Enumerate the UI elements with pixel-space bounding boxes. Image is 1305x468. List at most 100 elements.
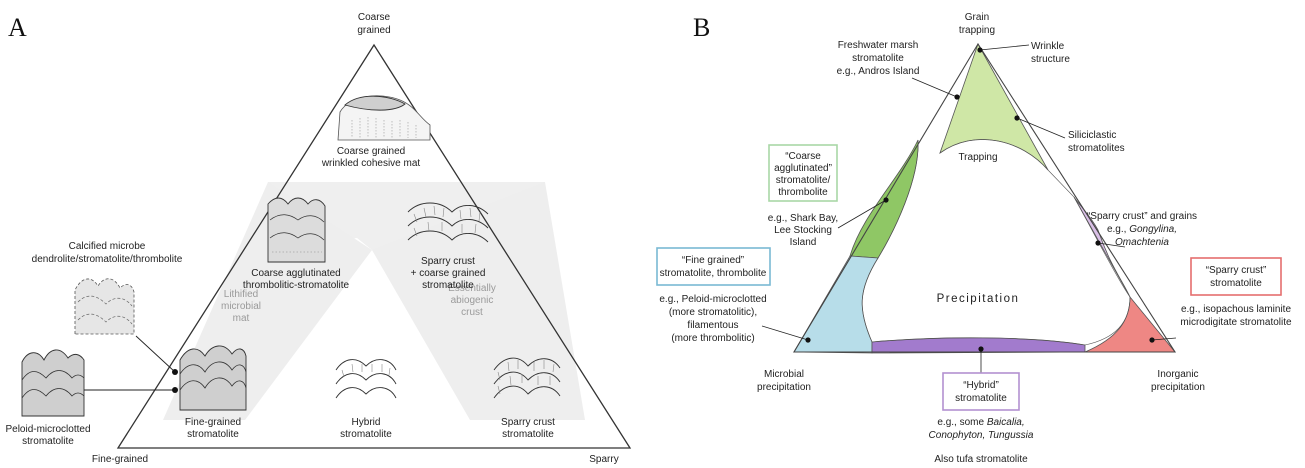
fine-grained-label-1: Fine-grained — [185, 417, 241, 428]
siliciclastic-leader — [1016, 117, 1066, 139]
hybrid-label-2: stromatolite — [340, 429, 392, 440]
sparry-sketch — [493, 357, 561, 399]
b-corner-top-2: trapping — [959, 25, 995, 36]
fine-leader — [761, 325, 809, 341]
sparry-box-1: “Sparry crust” — [1206, 265, 1267, 276]
inner-boundary — [861, 139, 1131, 346]
hybrid-eg-2: Conophyton, Tungussia — [929, 430, 1034, 441]
siliciclastic-1: Siliciclastic — [1068, 130, 1116, 141]
b-corner-left-1: Microbial — [764, 369, 804, 380]
panel-b-letter: B — [693, 13, 710, 42]
coarse-dot — [883, 197, 889, 203]
siliciclastic-dot — [1014, 115, 1020, 121]
fine-grained-sketch — [179, 345, 247, 411]
fine-eg-3: filamentous — [687, 320, 738, 331]
sparry-eg-2: microdigitate stromatolite — [1180, 317, 1292, 328]
corner-right-label: Sparry — [589, 454, 618, 465]
b-corner-right-1: Inorganic — [1157, 369, 1198, 380]
panel-b: B Grain trapping Microbial precipitation… — [656, 12, 1292, 465]
wrinkle-2: structure — [1031, 54, 1070, 65]
agglutinated-sketch — [267, 197, 326, 263]
peloid-sketch — [21, 349, 85, 417]
wrinkled-mat-sketch — [337, 95, 431, 141]
calcified-sketch — [74, 278, 135, 335]
agglutinated-label-2: thrombolitic-stromatolite — [243, 280, 350, 291]
sparry-crust-region — [1084, 295, 1176, 353]
b-corner-left-2: precipitation — [757, 382, 811, 393]
peloid-label-2: stromatolite — [22, 436, 74, 447]
b-corner-right-2: precipitation — [1151, 382, 1205, 393]
panel-a: A Coarse grained Fine-grained Sparry Lit… — [5, 12, 632, 465]
lithified-label-1: Lithified — [224, 289, 258, 300]
lithified-label-2: microbial — [221, 301, 261, 312]
calcified-label-1: Calcified microbe — [69, 241, 146, 252]
coarse-agglutinated-box — [768, 144, 838, 202]
freshwater-leader — [911, 77, 958, 98]
ternary-triangle-a — [116, 43, 632, 449]
lithified-label-3: mat — [233, 313, 250, 324]
sparry-label-2: stromatolite — [502, 429, 554, 440]
corner-left-label: Fine-grained — [92, 454, 148, 465]
hybrid-label-1: Hybrid — [352, 417, 381, 428]
wrinkled-mat-label-1: Coarse grained — [337, 146, 405, 157]
freshwater-3: e.g., Andros Island — [837, 66, 920, 77]
b-corner-top-1: Grain — [965, 12, 989, 23]
calcified-dot — [172, 369, 178, 375]
precipitation-label: Precipitation — [937, 293, 1020, 305]
sparry-grains-eg-1: e.g., Gongylina, — [1107, 224, 1177, 235]
peloid-dot — [172, 387, 178, 393]
abiogenic-label-3: crust — [461, 307, 483, 318]
calcified-label-2: dendrolite/stromatolite/thrombolite — [32, 254, 183, 265]
sparry-coarse-label-1: Sparry crust — [421, 256, 475, 267]
freshwater-1: Freshwater marsh — [838, 40, 919, 51]
hybrid-dot — [978, 346, 984, 352]
siliciclastic-2: stromatolites — [1068, 143, 1125, 154]
fine-grained-box — [656, 247, 771, 286]
sparry-grains-dot — [1095, 240, 1101, 246]
sparry-crust-box — [1190, 257, 1282, 296]
trapping-label: Trapping — [958, 152, 997, 163]
freshwater-dot — [954, 94, 960, 100]
coarse-box-3: stromatolite/ — [776, 175, 831, 186]
abiogenic-zone — [372, 182, 585, 420]
fine-eg-1: e.g., Peloid-microclotted — [659, 294, 766, 305]
fine-eg-4: (more thrombolitic) — [671, 333, 754, 344]
fine-box-2: stromatolite, thrombolite — [660, 268, 767, 279]
coarse-eg-3: Island — [790, 237, 817, 248]
sparry-leader — [1151, 337, 1177, 341]
hybrid-region — [871, 337, 1086, 354]
sparry-grains-eg-2: Omachtenia — [1115, 237, 1169, 248]
coarse-eg-2: Lee Stocking — [774, 225, 832, 236]
calcified-leader — [135, 335, 176, 373]
sparry-dot — [1149, 337, 1155, 343]
fine-box-1: “Fine grained” — [682, 255, 744, 266]
wrinkle-dot — [977, 47, 983, 53]
coarse-box-4: thrombolite — [778, 187, 828, 198]
sparry-label-1: Sparry crust — [501, 417, 555, 428]
hybrid-box-2: stromatolite — [955, 393, 1007, 404]
corner-top-line2: grained — [357, 25, 390, 36]
coarse-eg-1: e.g., Shark Bay, — [768, 213, 838, 224]
sparry-eg-1: e.g., isopachous laminite — [1181, 304, 1292, 315]
sparry-coarse-label-3: stromatolite — [422, 280, 474, 291]
sparry-coarse-sketch — [407, 202, 489, 243]
sparry-box-2: stromatolite — [1210, 278, 1262, 289]
fine-grained-label-2: stromatolite — [187, 429, 239, 440]
sparry-coarse-label-2: + coarse grained — [411, 268, 486, 279]
wrinkled-mat-label-2: wrinkled cohesive mat — [321, 158, 421, 169]
hybrid-sketch — [335, 359, 397, 399]
freshwater-2: stromatolite — [852, 53, 904, 64]
corner-top-line1: Coarse — [358, 12, 391, 23]
tufa-label: Also tufa stromatolite — [934, 454, 1028, 465]
hybrid-box — [942, 372, 1020, 411]
fine-eg-2: (more stromatolitic), — [669, 307, 757, 318]
hybrid-eg-1: e.g., some Baicalia, — [937, 417, 1024, 428]
hybrid-box-1: “Hybrid” — [963, 380, 999, 391]
abiogenic-label-1: Essentially — [448, 283, 496, 294]
wrinkle-1: Wrinkle — [1031, 41, 1065, 52]
peloid-label-1: Peloid-microclotted — [5, 424, 90, 435]
coarse-box-2: agglutinated” — [774, 163, 832, 174]
coarse-box-1: “Coarse — [785, 151, 821, 162]
wrinkle-leader — [979, 44, 1030, 51]
